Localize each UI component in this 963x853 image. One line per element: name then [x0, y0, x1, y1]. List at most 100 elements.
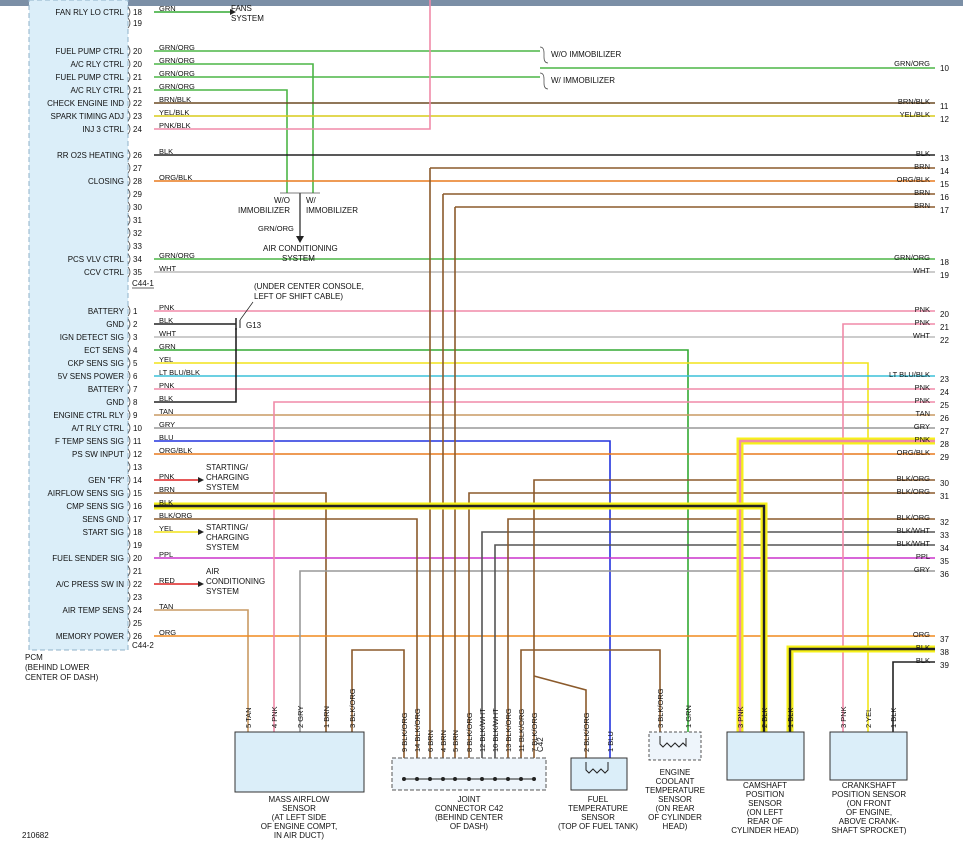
pin-bracket [127, 461, 131, 473]
pin-bracket [127, 45, 131, 57]
wire [892, 661, 935, 732]
ckp-pin: 2 YEL [864, 708, 873, 728]
pin-number: 21 [133, 86, 142, 95]
wire-label: TAN [916, 409, 930, 418]
terminal-number: 23 [940, 375, 949, 384]
wire-label: YEL [159, 355, 173, 364]
pin-number: 20 [133, 554, 142, 563]
pcm-module [28, 0, 129, 651]
wire-label: WHT [913, 266, 930, 275]
terminal-number: 13 [940, 154, 949, 163]
pin-number: 23 [133, 112, 142, 121]
component-caption: COOLANT [656, 777, 695, 786]
wire-label: GRN/ORG [159, 43, 195, 52]
component-caption: POSITION [746, 790, 784, 799]
pin-bracket [127, 578, 131, 590]
cmp-pin: 3 PNK [736, 706, 745, 728]
pin-name: MEMORY POWER [56, 632, 124, 641]
mass-airflow-sensor [234, 731, 365, 793]
maf-pin: 1 BRN [322, 706, 331, 728]
pin-number: 11 [133, 437, 142, 446]
component-caption: OF ENGINE, [846, 808, 892, 817]
wire [154, 440, 611, 758]
pin-bracket [127, 253, 131, 265]
wire-label: GRN/ORG [258, 224, 294, 233]
component-caption: MASS AIRFLOW [269, 795, 330, 804]
wire-label: BRN/BLK [159, 95, 191, 104]
engine-coolant-temperature-sensor [648, 731, 702, 761]
pin-number: 24 [133, 606, 142, 615]
wire-label: GRN/ORG [894, 253, 930, 262]
pin-number: 15 [133, 489, 142, 498]
terminal-number: 33 [940, 531, 949, 540]
wire-label: PPL [916, 552, 930, 561]
component-caption: HEAD) [663, 822, 688, 831]
pcm-note: (BEHIND LOWER [25, 663, 90, 672]
note: W/ [306, 196, 317, 205]
ect-pin: 3 BLK/ORG [656, 688, 665, 728]
terminal-number: 21 [940, 323, 949, 332]
wire-label: GRY [914, 565, 930, 574]
connector-c44-2: C44-2 [132, 641, 154, 650]
component-caption: ABOVE CRANK- [839, 817, 900, 826]
terminal-number: 19 [940, 271, 949, 280]
note: SYSTEM [231, 14, 264, 23]
pin-name: A/C RLY CTRL [71, 60, 125, 69]
pin-name: CMP SENS SIG [66, 502, 124, 511]
pin-name: ECT SENS [84, 346, 124, 355]
wire-label: ORG/BLK [897, 175, 930, 184]
pin-name: RR O2S HEATING [57, 151, 124, 160]
component-caption: SENSOR [581, 813, 615, 822]
note: CHARGING [206, 533, 249, 542]
pin-bracket [127, 409, 131, 421]
pin-name: GND [106, 320, 124, 329]
joint-pin: 14 BLK/ORG [413, 708, 422, 752]
note: (UNDER CENTER CONSOLE, [254, 282, 364, 291]
wire-label: GRN [159, 4, 176, 13]
wire [507, 518, 935, 758]
joint-pin: 13 BLK/ORG [504, 708, 513, 752]
pin-number: 8 [133, 398, 138, 407]
wire-label: PNK [159, 303, 174, 312]
terminal-number: 14 [940, 167, 949, 176]
pin-name: START SIG [83, 528, 124, 537]
note: SYSTEM [206, 543, 239, 552]
wire [533, 675, 587, 758]
pin-bracket [127, 266, 131, 278]
pin-name: CHECK ENGINE IND [47, 99, 124, 108]
component-caption: JOINT [457, 795, 480, 804]
pin-bracket [127, 617, 131, 629]
terminal-number: 31 [940, 492, 949, 501]
component-caption: REAR OF [747, 817, 783, 826]
wire-label: ORG/BLK [159, 173, 192, 182]
terminal-number: 16 [940, 193, 949, 202]
pin-name: FUEL SENDER SIG [52, 554, 124, 563]
terminal-number: 35 [940, 557, 949, 566]
wire-label: WHT [159, 264, 176, 273]
wire-label: BLK [159, 316, 173, 325]
pin-number: 21 [133, 73, 142, 82]
pin-name: CKP SENS SIG [68, 359, 124, 368]
pin-bracket [127, 6, 131, 18]
pin-name: PCS VLV CTRL [68, 255, 125, 264]
pin-number: 33 [133, 242, 142, 251]
pin-number: 29 [133, 190, 142, 199]
terminal-number: 30 [940, 479, 949, 488]
wire-label: PNK [915, 305, 930, 314]
pin-bracket [127, 175, 131, 187]
note: SYSTEM [206, 483, 239, 492]
wire-label: PNK [915, 435, 930, 444]
component-caption: OF DASH) [450, 822, 489, 831]
pin-number: 18 [133, 8, 142, 17]
wire-label: BLK/ORG [897, 513, 931, 522]
pin-number: 4 [133, 346, 138, 355]
note: SYSTEM [206, 587, 239, 596]
wire [299, 570, 935, 732]
wire [154, 89, 288, 193]
wire-label: WHT [159, 329, 176, 338]
pin-bracket [127, 591, 131, 603]
pin-bracket [127, 500, 131, 512]
pin-name: FUEL PUMP CTRL [56, 73, 125, 82]
terminal-number: 36 [940, 570, 949, 579]
pin-number: 26 [133, 632, 142, 641]
